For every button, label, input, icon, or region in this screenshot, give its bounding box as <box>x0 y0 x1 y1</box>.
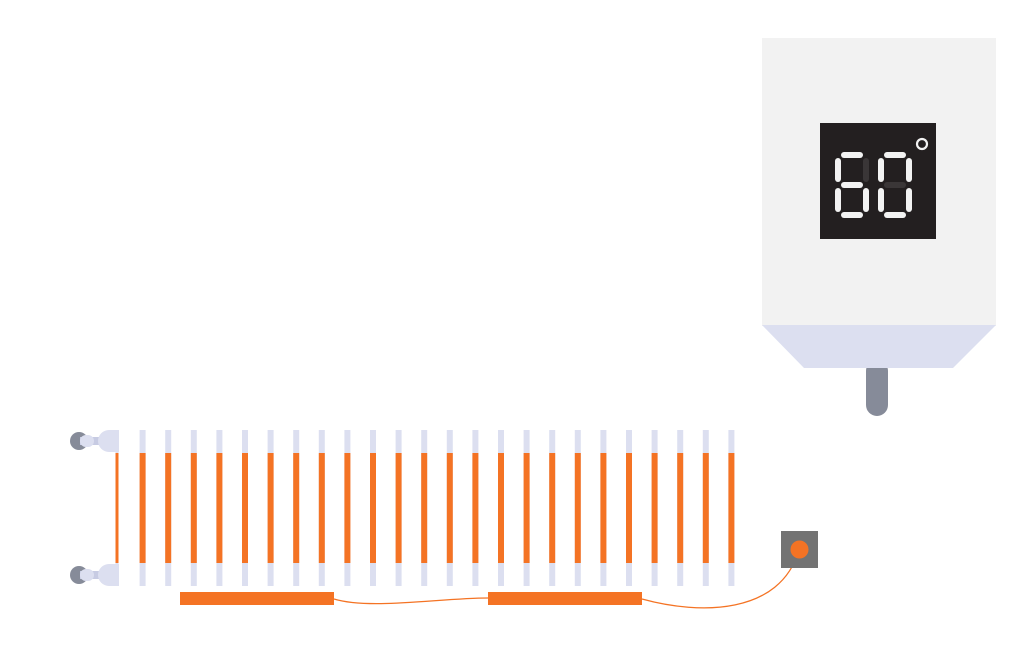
radiator-fin <box>728 430 735 586</box>
heating-strip-2 <box>488 592 642 605</box>
degree-symbol <box>915 137 929 151</box>
digit-segment <box>878 158 884 182</box>
boiler-pipe <box>866 360 888 416</box>
digit-segment <box>906 158 912 182</box>
radiator-heat <box>549 453 556 563</box>
digit-segment <box>863 158 869 182</box>
radiator-fin <box>190 430 197 586</box>
radiator-fin <box>549 430 556 586</box>
radiator-heat <box>446 453 453 563</box>
radiator-fin <box>242 430 248 586</box>
controller-led <box>790 540 809 559</box>
radiator-heat <box>293 453 300 563</box>
digit-segment <box>884 152 906 158</box>
radiator-heat <box>600 453 607 563</box>
radiator-heat <box>472 453 479 563</box>
digit-segment <box>841 182 863 188</box>
digit-segment <box>841 212 863 218</box>
radiator-fin <box>421 430 428 586</box>
radiator-heat <box>728 453 735 563</box>
radiator-heat <box>267 453 274 563</box>
digit-segment <box>906 188 912 212</box>
radiator-heat <box>498 453 504 563</box>
radiator-fin <box>139 430 146 586</box>
radiator-heat <box>242 453 248 563</box>
radiator-heat <box>115 453 119 563</box>
valve-bottom <box>70 564 119 586</box>
heating-strip-1 <box>180 592 334 605</box>
radiator-heat <box>216 453 223 563</box>
radiator-fin <box>318 430 325 586</box>
radiator-heat <box>677 453 684 563</box>
boiler <box>762 38 996 416</box>
radiator-fin <box>344 430 351 586</box>
radiator-heat <box>370 453 376 563</box>
radiator-fin <box>600 430 607 586</box>
radiator-fin <box>115 430 119 586</box>
radiator-fin <box>446 430 453 586</box>
radiator-heat <box>318 453 325 563</box>
digit-segment <box>841 152 863 158</box>
radiator-fin <box>702 430 709 586</box>
radiator-heat <box>344 453 351 563</box>
radiator-fin <box>651 430 658 586</box>
digit-segment <box>835 158 841 182</box>
radiator-heat <box>523 453 530 563</box>
seven-segment-digits <box>835 152 912 218</box>
radiator-heat <box>626 453 632 563</box>
digit-segment <box>884 212 906 218</box>
radiator-heat <box>190 453 197 563</box>
valve-top <box>70 430 119 452</box>
digit-segment <box>878 188 884 212</box>
radiator-heat <box>165 453 172 563</box>
digit-segment <box>863 188 869 212</box>
wire <box>333 549 800 609</box>
radiator-fin <box>165 430 172 586</box>
digit-segment <box>884 182 906 188</box>
radiator-heat <box>139 453 146 563</box>
digit-segment <box>835 188 841 212</box>
radiator-heat <box>702 453 709 563</box>
boiler-base <box>762 325 996 368</box>
radiator-fin <box>472 430 479 586</box>
radiator-heat <box>651 453 658 563</box>
radiator-fin <box>523 430 530 586</box>
radiator-heat <box>395 453 402 563</box>
radiator-fin <box>626 430 632 586</box>
radiator-fin <box>677 430 684 586</box>
radiator-fin <box>395 430 402 586</box>
radiator <box>70 430 735 586</box>
radiator-heat <box>574 453 581 563</box>
radiator-fin <box>293 430 300 586</box>
radiator-fin <box>498 430 504 586</box>
radiator-heat <box>421 453 428 563</box>
radiator-fin <box>370 430 376 586</box>
radiator-fin <box>574 430 581 586</box>
radiator-fin <box>216 430 223 586</box>
radiator-fin <box>267 430 274 586</box>
